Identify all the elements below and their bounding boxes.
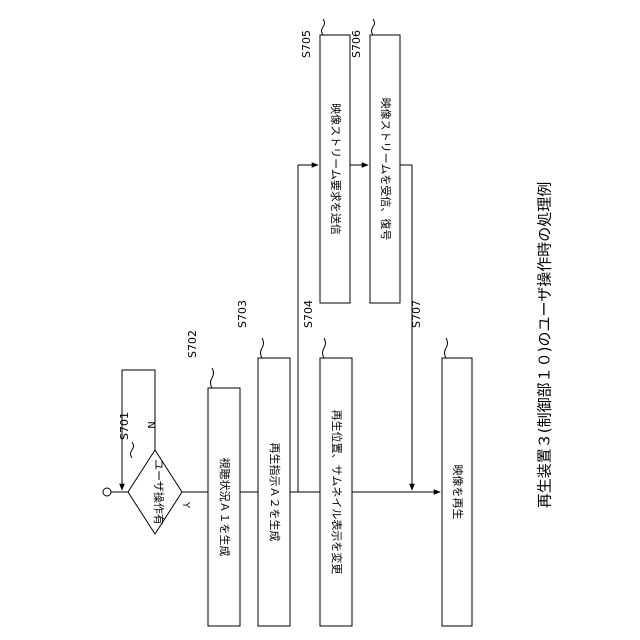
s701-ref-squiggle [131,442,134,458]
decision-text: ユーザ操作有 [152,459,166,525]
s705-ref: S705 [300,30,313,58]
s703-ref: S703 [236,300,249,328]
s706-ref: S706 [350,30,363,58]
step-s703: 再生指示Ａ２を生成 S703 [236,300,290,626]
s703-text: 再生指示Ａ２を生成 [268,443,282,542]
s707-ref-squiggle [445,338,448,358]
step-s706: 映像ストリームを受信、復号 S706 [350,19,400,303]
s707-ref: S707 [410,300,423,328]
step-s704: 再生位置、サムネイル表示を変更 S704 [302,300,352,626]
s701-ref: S701 [118,412,131,440]
yes-label: Y [180,501,191,509]
s706-ref-squiggle [372,19,375,35]
s705-ref-squiggle [322,19,325,35]
figure-caption: 再生装置３(制御部１０)のユーザ操作時の処理例 [536,182,554,508]
step-s702: 視聴状況Ａ１を生成 S702 [186,330,240,626]
step-s707: 映像を再生 S707 [410,300,472,626]
s706-text: 映像ストリームを受信、復号 [379,98,392,241]
s702-text: 視聴状況Ａ１を生成 [218,458,232,557]
s703-ref-squiggle [261,338,264,358]
s702-ref: S702 [186,330,199,358]
s702-ref-squiggle [211,368,214,388]
s704-ref: S704 [302,300,315,328]
s705-text: 映像ストリーム要求を送信 [329,103,343,235]
step-s705: 映像ストリーム要求を送信 S705 [300,19,350,303]
s707-text: 映像を再生 [451,465,465,520]
s704-text: 再生位置、サムネイル表示を変更 [330,410,344,575]
no-label: N [145,421,156,428]
s704-ref-squiggle [323,338,326,358]
start-terminal [103,488,111,496]
